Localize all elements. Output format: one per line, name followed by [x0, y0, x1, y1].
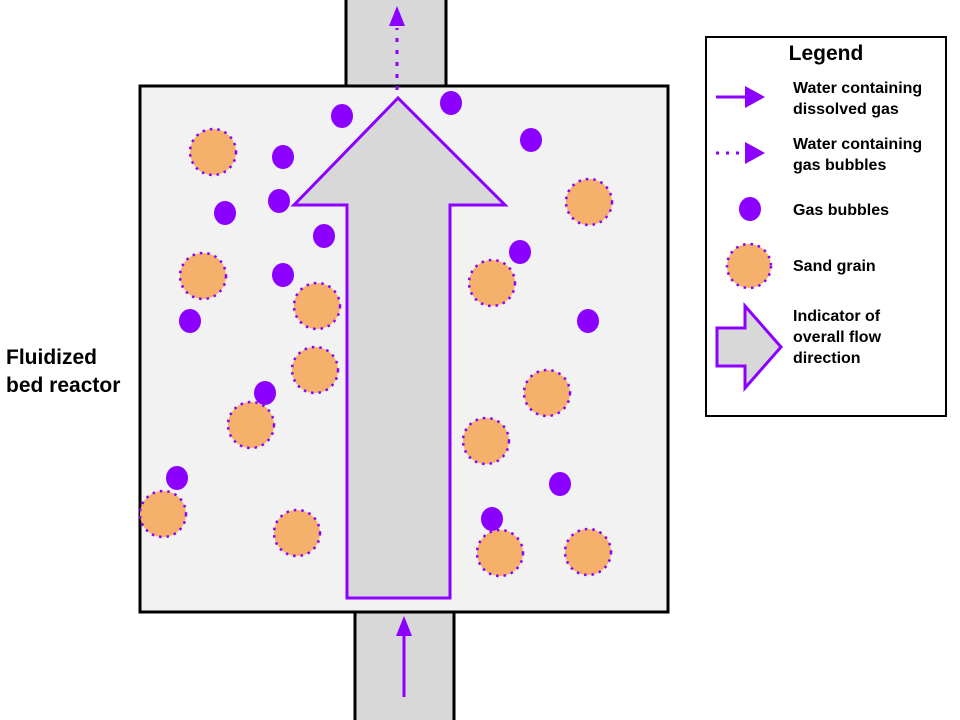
- sand-grain: [522, 368, 572, 418]
- solid-arrow-icon: [716, 86, 765, 108]
- sand-grain: [461, 416, 511, 466]
- gas-bubble: [272, 263, 294, 287]
- sand-grain: [563, 527, 613, 577]
- sand-grain: [564, 177, 614, 227]
- legend: Legend Water containing dissolved gas Wa…: [705, 36, 947, 417]
- particles-layer: [138, 91, 614, 578]
- gas-bubble: [214, 201, 236, 225]
- gas-bubble: [440, 91, 462, 115]
- sand-grain: [188, 127, 238, 177]
- sand-grain: [290, 345, 340, 395]
- inlet-solid-arrow: [396, 616, 412, 697]
- gas-bubble: [313, 224, 335, 248]
- sand-grain: [226, 400, 276, 450]
- gas-bubble: [166, 466, 188, 490]
- sand-grain: [138, 489, 188, 539]
- gas-bubble: [272, 145, 294, 169]
- legend-symbols: [715, 86, 783, 392]
- gas-bubble: [577, 309, 599, 333]
- gas-bubble: [509, 240, 531, 264]
- gas-bubble: [549, 472, 571, 496]
- reactor-label: Fluidized bed reactor: [6, 346, 121, 397]
- legend-label-gas-bubbles-water: Water containing gas bubbles: [793, 136, 923, 174]
- gas-bubble: [481, 507, 503, 531]
- outlet-dotted-arrow: [389, 6, 405, 90]
- legend-label-sand-grain: Sand grain: [793, 258, 876, 275]
- legend-label-dissolved-gas: Water containing dissolved gas: [793, 80, 923, 118]
- gas-bubble-icon: [739, 197, 761, 221]
- gas-bubble: [268, 189, 290, 213]
- sand-grain: [475, 528, 525, 578]
- legend-title: Legend: [788, 42, 864, 65]
- gas-bubble: [331, 104, 353, 128]
- flow-direction-block-arrow: [290, 95, 509, 600]
- gas-bubble: [254, 381, 276, 405]
- sand-grain: [467, 258, 517, 308]
- sand-grain: [272, 508, 322, 558]
- block-arrow-icon: [715, 302, 783, 392]
- sand-grain: [292, 281, 342, 331]
- sand-grain: [178, 251, 228, 301]
- legend-label-flow-direction: Indicator of overall flow direction: [793, 308, 882, 367]
- sand-grain-icon: [725, 242, 773, 290]
- legend-label-gas-bubbles: Gas bubbles: [793, 202, 890, 219]
- gas-bubble: [179, 309, 201, 333]
- gas-bubble: [520, 128, 542, 152]
- dotted-arrow-icon: [716, 142, 765, 164]
